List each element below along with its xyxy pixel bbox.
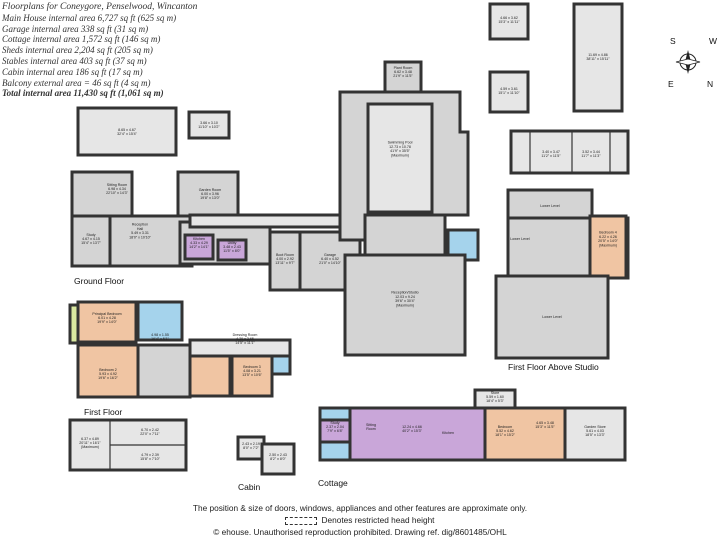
lower-level-top (506, 188, 594, 222)
area-main-house: Main House internal area 6,727 sq ft (62… (2, 12, 177, 23)
plant-room (383, 60, 423, 94)
ensuite (136, 300, 184, 342)
lower-level-mid-label: Lower Level (510, 237, 530, 241)
bedroom-mid (188, 354, 232, 398)
floorplan-title: Floorplans for Coneygore, Penselwood, Wi… (2, 2, 198, 12)
footer-legend-text: Denotes restricted head height (321, 515, 435, 525)
utility (216, 238, 248, 262)
stable-1 (488, 2, 530, 41)
area-balcony: Balcony external area = 46 sq ft (4 sq m… (2, 77, 151, 88)
garden-room (176, 170, 240, 220)
footer-note: The position & size of doors, windows, a… (192, 503, 528, 513)
compass-w: W (709, 36, 717, 46)
cottage-kitchen-name: Kitchen (442, 431, 454, 435)
lower-level-bottom (494, 274, 610, 360)
area-cabin: Cabin internal area 186 sq ft (17 sq m) (2, 66, 143, 77)
bedroom-2 (76, 343, 140, 399)
area-sheds: Sheds internal area 2,204 sq ft (205 sq … (2, 45, 153, 56)
compass-n: N (707, 79, 713, 89)
bathroom-2 (270, 354, 292, 376)
compass-s: S (670, 36, 676, 46)
cottage-main (348, 406, 487, 462)
studio (343, 253, 467, 357)
bedroom-upper (588, 214, 628, 280)
stable-2 (488, 70, 530, 114)
lower-level-bottom-label: Lower Level (542, 315, 562, 319)
floor-label-cottage: Cottage (318, 478, 348, 488)
first-landing (136, 343, 192, 399)
barn (572, 2, 624, 113)
cabin-room-2 (260, 442, 296, 476)
area-garage: Garage internal area 338 sq ft (31 sq m) (2, 23, 149, 34)
kitchen (183, 233, 215, 261)
bedroom-3 (230, 354, 274, 398)
floorplan-header: Floorplans for Coneygore, Penselwood, Wi… (2, 2, 197, 99)
shed-small (187, 110, 231, 140)
floor-label-cabin: Cabin (238, 482, 260, 492)
principal-bedroom (76, 300, 138, 344)
lower-level-top-label: Lower Level (540, 204, 560, 208)
stair-hall (363, 213, 447, 257)
area-total: Total internal area 11,430 sq ft (1,061 … (2, 88, 164, 99)
compass-e: E (668, 79, 674, 89)
area-stables: Stables internal area 403 sq ft (37 sq m… (2, 55, 147, 66)
pool (366, 102, 434, 214)
cottage-garden-store (563, 406, 627, 462)
footer-copyright: © ehouse. Unauthorised reproduction proh… (213, 527, 507, 537)
floor-label-first: First Floor (84, 407, 122, 417)
shed-large (76, 106, 178, 157)
floor-label-first-above-studio: First Floor Above Studio (508, 362, 599, 372)
compass: S W E N (668, 36, 717, 89)
restricted-height-swatch (285, 516, 318, 525)
floor-label-ground: Ground Floor (74, 276, 124, 286)
study (70, 214, 112, 268)
footer-legend: Denotes restricted head height (0, 515, 720, 525)
area-cottage: Cottage internal area 1,572 sq ft (146 s… (2, 34, 161, 45)
boot-room (268, 230, 302, 292)
